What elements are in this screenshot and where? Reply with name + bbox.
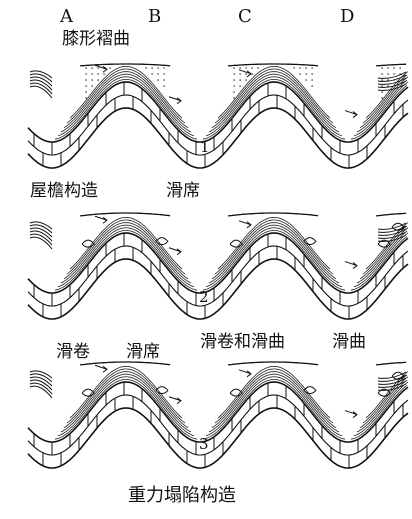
panel-number-1: 1 [200, 138, 210, 156]
column-label-d: D [340, 6, 355, 27]
panel-2-fold [27, 212, 409, 320]
panel-number-3: 3 [199, 435, 209, 453]
label-slide-bend: 滑曲 [332, 332, 366, 352]
figure-caption: 重力塌陷构造 [128, 485, 236, 506]
column-label-b: B [148, 6, 162, 27]
panel-1-fold [27, 63, 409, 169]
label-slide-roll: 滑卷 [56, 342, 90, 362]
label-slide-seat-3: 滑席 [126, 342, 160, 362]
column-label-c: C [238, 6, 252, 27]
label-slide-seat-2: 滑席 [166, 181, 200, 201]
panel-3-fold [27, 361, 409, 469]
label-roll-and-bend: 滑卷和滑曲 [200, 332, 285, 352]
panel-number-2: 2 [199, 288, 209, 306]
label-eaves-structure: 屋檐构造 [30, 181, 98, 201]
label-knee-fold: 膝形褶曲 [62, 29, 130, 49]
column-label-a: A [60, 6, 73, 27]
